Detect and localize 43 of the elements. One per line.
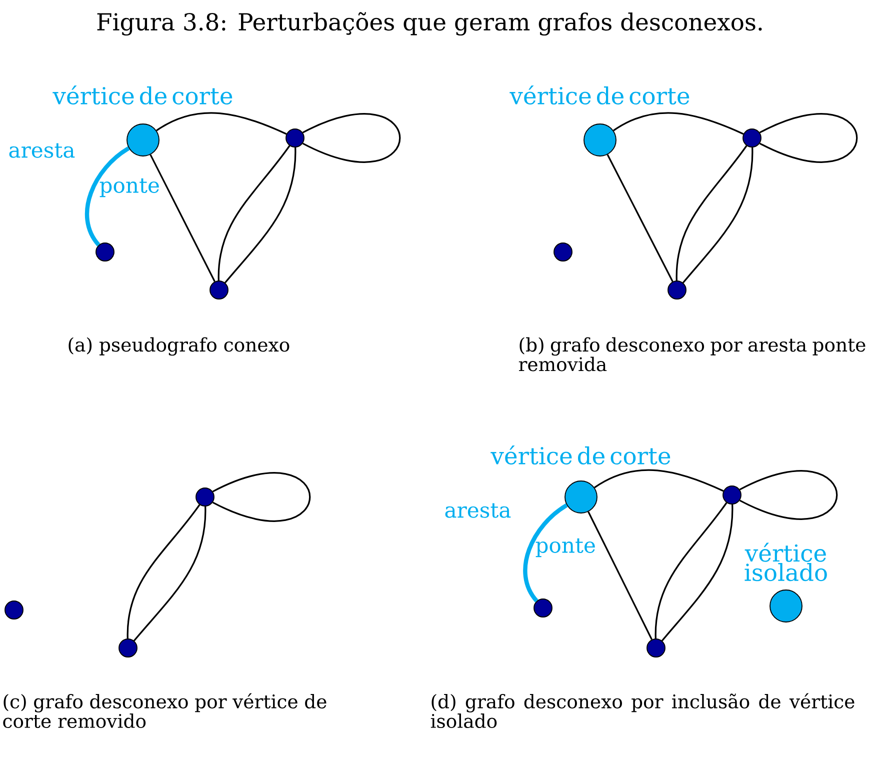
edge [682, 147, 754, 284]
edge [739, 470, 838, 520]
edge [150, 154, 216, 282]
edge [133, 506, 206, 642]
edge [606, 154, 674, 282]
vertex [96, 242, 114, 262]
vertex [534, 598, 552, 618]
vertex [210, 280, 228, 300]
edge [218, 145, 290, 281]
vertex [4, 600, 24, 620]
subfigure-caption: (c) grafo desconexo por vértice de corte removido [3, 693, 326, 728]
edge [594, 469, 724, 492]
vertex [646, 638, 666, 658]
edge [156, 112, 287, 135]
vertex [742, 128, 762, 148]
edge-label: aresta ponte [445, 503, 595, 558]
vertex [668, 280, 686, 300]
edge [676, 145, 748, 281]
subfigure-caption: (b) grafo desconexo por aresta ponte removida [518, 337, 866, 372]
vertex [118, 638, 138, 658]
edge [661, 504, 734, 642]
vertex-label: vértice de corte [510, 85, 690, 105]
edge [759, 113, 858, 162]
vertex [286, 128, 304, 148]
vertex-label: vértice de corte [52, 85, 232, 105]
edge-label: aresta ponte [9, 143, 159, 198]
vertex [554, 242, 572, 262]
edge [224, 147, 296, 284]
vertex-label: vértice isolado [744, 542, 827, 582]
caption-title: Figura 3.8: Perturbações que geram grafos desconexos. [97, 12, 762, 36]
edge [523, 503, 568, 602]
edge [588, 511, 653, 640]
subfigure-caption: (a) pseudografo conexo [68, 337, 290, 356]
edge [126, 504, 200, 639]
vertex [722, 486, 742, 504]
edge [85, 146, 130, 246]
edge [212, 472, 310, 522]
subfigure-caption: (d) grafo desconexo por inclusão de vértice isolado [430, 693, 854, 728]
vertex [196, 488, 214, 506]
edge [302, 113, 400, 162]
edge [613, 112, 744, 135]
edge [654, 502, 728, 639]
vertex-label: vértice de corte [490, 445, 670, 465]
